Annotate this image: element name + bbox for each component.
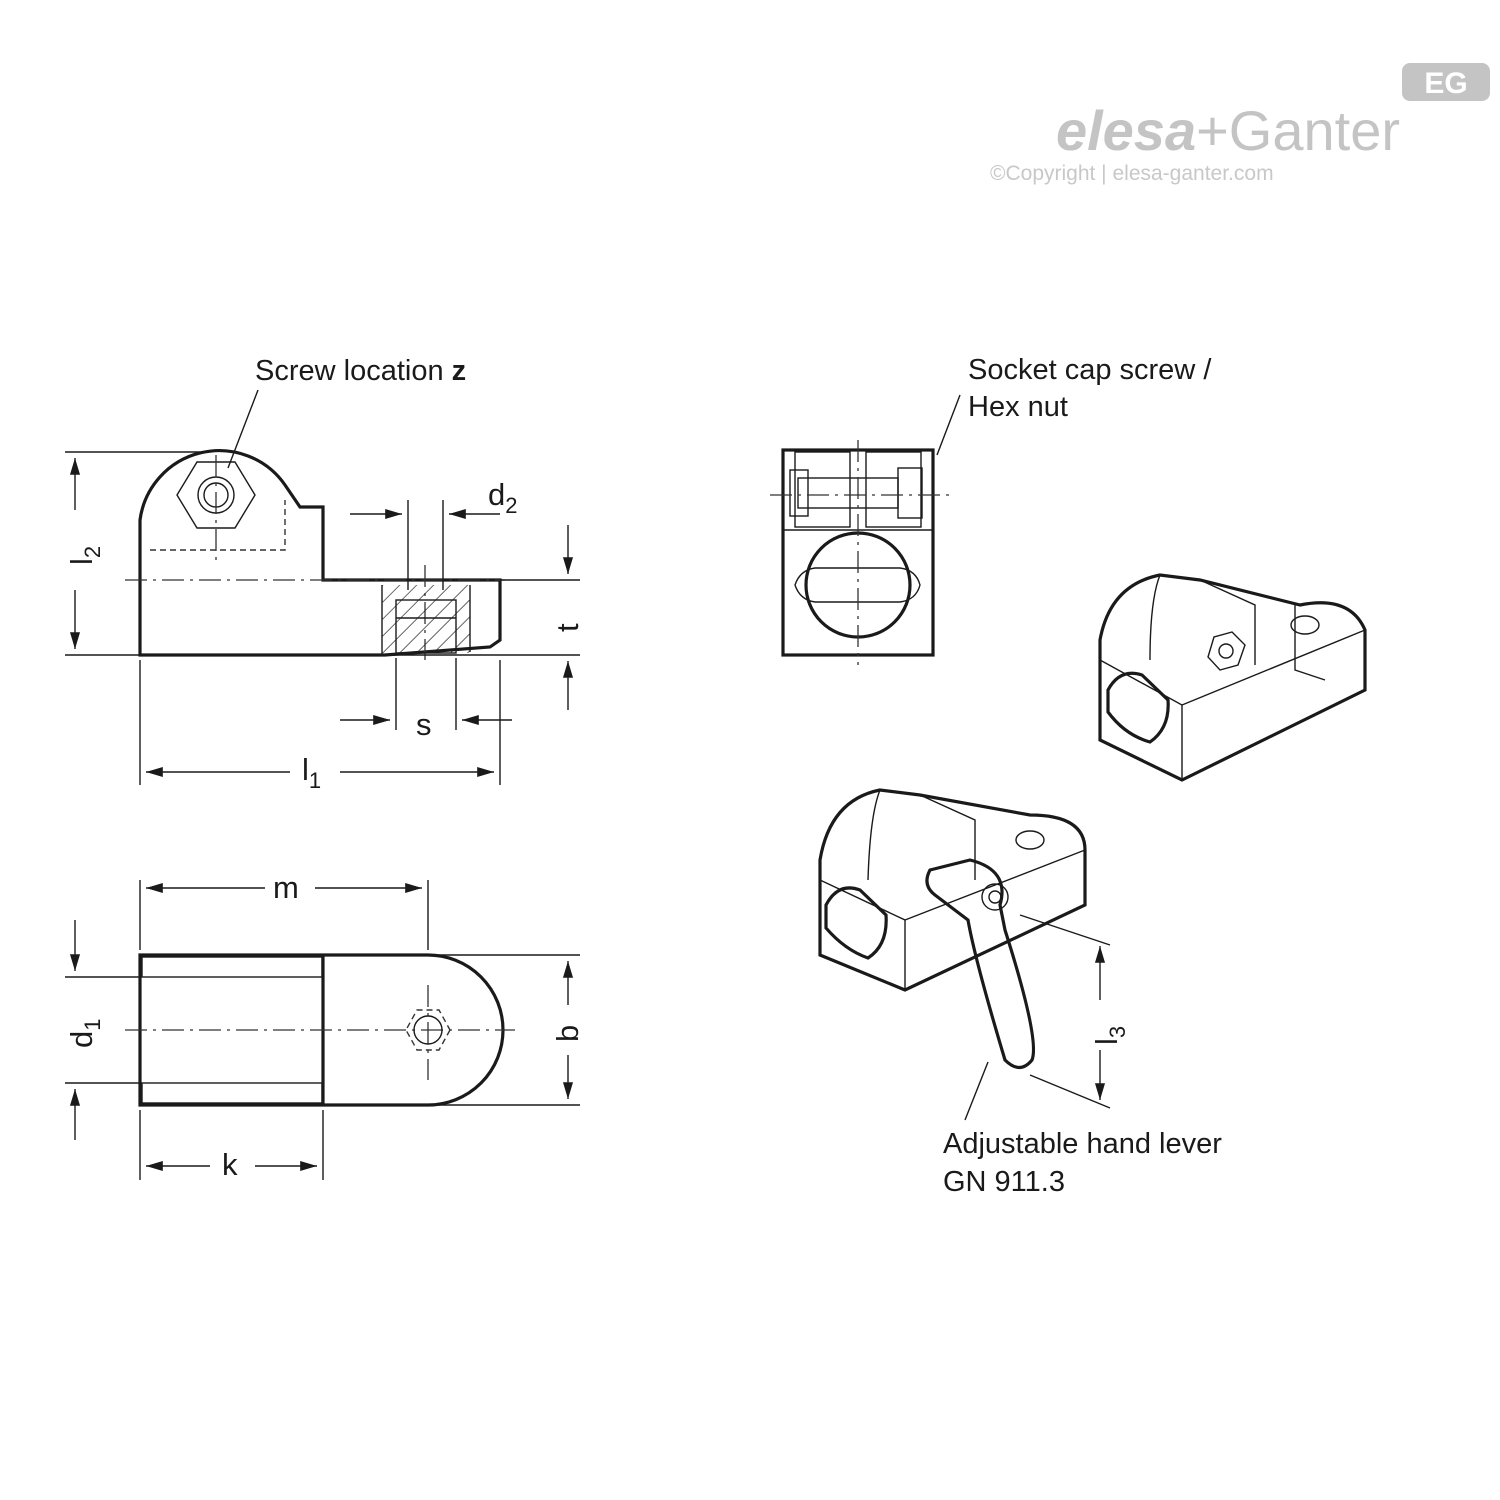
front-tube-slot	[794, 567, 921, 603]
top-view: m k d1 b	[64, 870, 585, 1182]
dim-label-b: b	[550, 1025, 585, 1042]
dim-label-k: k	[222, 1147, 238, 1182]
dim-label-s: s	[416, 707, 432, 742]
top-view-outline	[138, 953, 505, 1107]
brand-name-part2: Ganter	[1229, 99, 1400, 162]
brand-badge-text: EG	[1424, 67, 1467, 100]
lever-pivot	[981, 883, 1009, 911]
front-screw-head	[897, 467, 923, 519]
callout-socket-screw-line1: Socket cap screw /	[968, 354, 1212, 386]
side-bore-clear	[395, 599, 457, 654]
top-hex-nut-hidden	[405, 1009, 451, 1051]
iso2-front-face	[819, 879, 906, 992]
leader-socket-screw	[936, 394, 961, 456]
callout-socket-screw-line2: Hex nut	[968, 391, 1068, 423]
brand-copyright: ©Copyright | elesa-ganter.com	[990, 162, 1274, 185]
brand-name-sep: +	[1196, 99, 1229, 162]
isometric-view-lever: l3 Adjustable hand lever GN 911.3	[818, 788, 1222, 1198]
isometric-view-clamp	[1098, 573, 1367, 782]
iso1-front-face	[1099, 659, 1183, 782]
hex-nut-shape	[176, 461, 256, 529]
callout-screw-location: Screw location z	[255, 355, 466, 387]
iso1-top-edge	[1181, 629, 1366, 706]
dim-label-d1: d1	[64, 1019, 105, 1049]
lever-pivot-inner	[988, 890, 1002, 904]
iso1-tube-end	[1106, 671, 1170, 744]
iso1-slot-curve	[1149, 574, 1161, 661]
brand-name-part1: elesa	[1056, 99, 1196, 162]
front-bore-circle	[804, 531, 912, 639]
iso1-hex-nut	[1207, 631, 1246, 671]
brand-logo: EG elesa+Ganter ©Copyright | elesa-gante…	[990, 63, 1490, 185]
iso2-tube-end	[824, 886, 888, 960]
dim-label-t: t	[550, 623, 585, 632]
hand-lever	[925, 858, 1036, 1070]
front-hatch-right	[865, 451, 922, 528]
side-bore-hatch	[382, 585, 470, 653]
ext-l3-top	[1019, 914, 1111, 946]
iso2-outline	[818, 788, 1087, 992]
dim-label-l2: l2	[64, 546, 105, 565]
top-hatch-lower	[141, 1082, 323, 1104]
ext-l3-bottom	[1029, 1074, 1111, 1109]
svg-text:elesa+Ganter: elesa+Ganter	[1056, 99, 1400, 162]
front-screw-body	[797, 477, 899, 509]
iso1-step-edge	[1294, 605, 1326, 681]
front-section-view: Socket cap screw / Hex nut	[770, 354, 1212, 665]
brand-badge-box	[1402, 63, 1490, 101]
top-hole	[413, 1015, 443, 1045]
side-view: Screw location z l1 l2 d2 s t	[64, 355, 585, 793]
front-hex-nut	[789, 469, 809, 517]
iso2-slot-curve	[867, 789, 881, 881]
top-hatch-upper	[141, 956, 323, 978]
iso1-hex-bore	[1218, 643, 1234, 659]
dim-label-d2: d2	[488, 477, 518, 518]
dim-label-m: m	[273, 870, 299, 905]
callout-hand-lever-line1: Adjustable hand lever	[943, 1128, 1222, 1160]
side-view-outline	[138, 449, 502, 657]
dim-label-l1: l1	[302, 752, 321, 793]
leader-screw-location	[227, 389, 259, 469]
iso2-mount-hole	[1015, 830, 1045, 850]
iso1-block-edge	[1199, 579, 1256, 665]
dim-label-l3: l3	[1089, 1026, 1130, 1045]
iso2-top-edge	[904, 849, 1086, 921]
iso1-outline	[1098, 573, 1367, 782]
callout-hand-lever-line2: GN 911.3	[943, 1166, 1065, 1198]
front-hatch-left	[794, 451, 851, 528]
iso1-mount-hole	[1290, 615, 1320, 635]
side-hidden-screw	[150, 500, 286, 551]
leader-hand-lever	[964, 1061, 989, 1121]
